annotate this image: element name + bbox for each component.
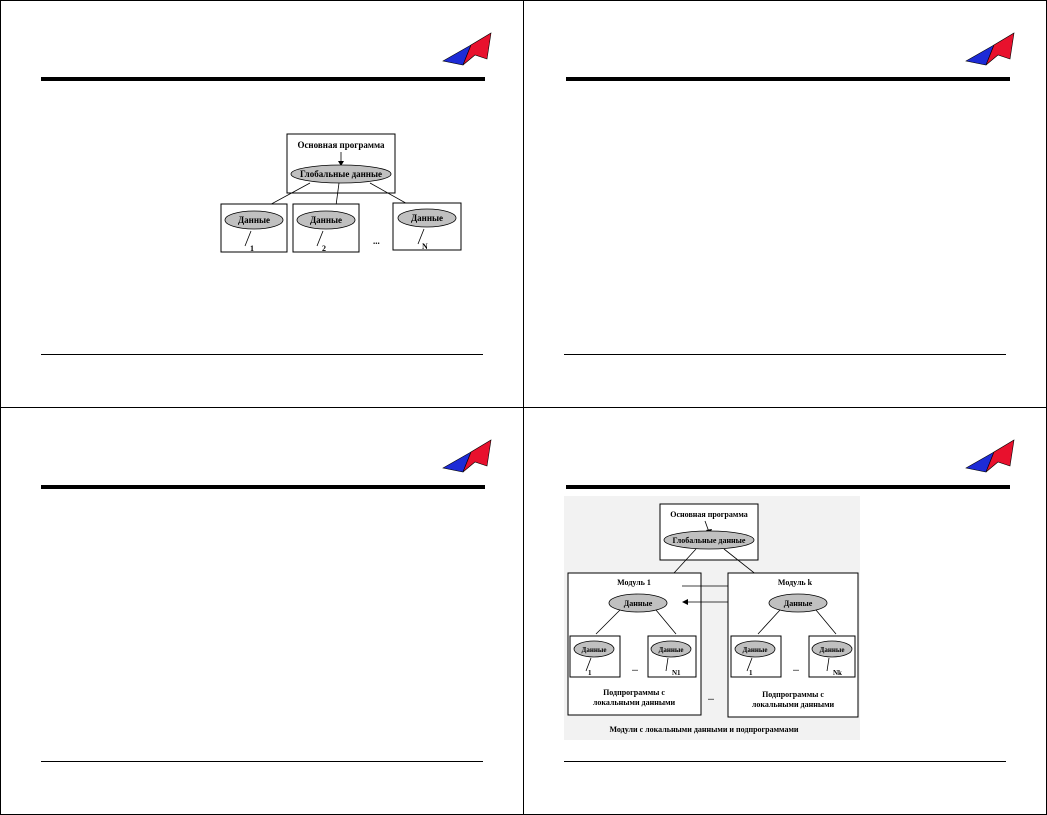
mk-subprograms-2: локальными данными [752,700,835,709]
module-1-data: Данные [624,599,653,608]
module-k-label: Модуль k [778,578,813,587]
m1-subprograms-2: локальными данными [593,698,676,707]
header-rule [41,485,485,489]
header-rule [566,77,1010,81]
data-label-2: Данные [310,215,342,225]
mk-sub-data-1: Данные [743,646,768,654]
slide-4: Основная программа Глобальные данные Мод… [523,407,1047,815]
slide-1: Основная программа Глобальные данные Дан… [0,0,524,408]
data-label-1: Данные [238,215,270,225]
main-program-label: Основная программа [670,510,747,519]
diagram-caption: Модули с локальными данными и подпрограм… [609,725,798,734]
data-label-n: Данные [411,213,443,223]
logo-icon [442,439,492,473]
logo-icon [965,439,1015,473]
sub-label-n: N [422,242,428,251]
module-k-data: Данные [784,599,813,608]
sub-label-1: 1 [250,244,254,253]
diagram-global-data: Основная программа Глобальные данные Дан… [220,133,462,253]
mk-ellipsis: ... [793,664,799,673]
mk-sub-label-n: Nk [833,669,842,677]
slide-2 [523,0,1047,408]
slide-3 [0,407,524,815]
footer-rule [564,354,1006,355]
m1-ellipsis: ... [632,664,638,673]
m1-sub-data-1: Данные [582,646,607,654]
main-program-label: Основная программа [297,140,385,150]
diagram-modules: Основная программа Глобальные данные Мод… [564,496,860,740]
m1-subprograms-1: Подпрограммы с [603,688,665,697]
header-rule [41,77,485,81]
mk-sub-label-1: 1 [749,669,753,677]
ellipsis: ... [373,236,380,246]
logo-icon [442,32,492,66]
modules-ellipsis: ... [708,693,714,702]
mk-sub-data-n: Данные [820,646,845,654]
m1-sub-label-n: N1 [672,669,681,677]
global-data-label: Глобальные данные [300,169,382,179]
footer-rule [564,761,1006,762]
logo-icon [965,32,1015,66]
footer-rule [41,761,483,762]
header-rule [566,485,1010,489]
mk-subprograms-1: Подпрограммы с [762,690,824,699]
m1-sub-data-n: Данные [659,646,684,654]
footer-rule [41,354,483,355]
global-data-label: Глобальные данные [673,536,746,545]
module-1-label: Модуль 1 [617,578,651,587]
sub-label-2: 2 [322,244,326,253]
m1-sub-label-1: 1 [588,669,592,677]
